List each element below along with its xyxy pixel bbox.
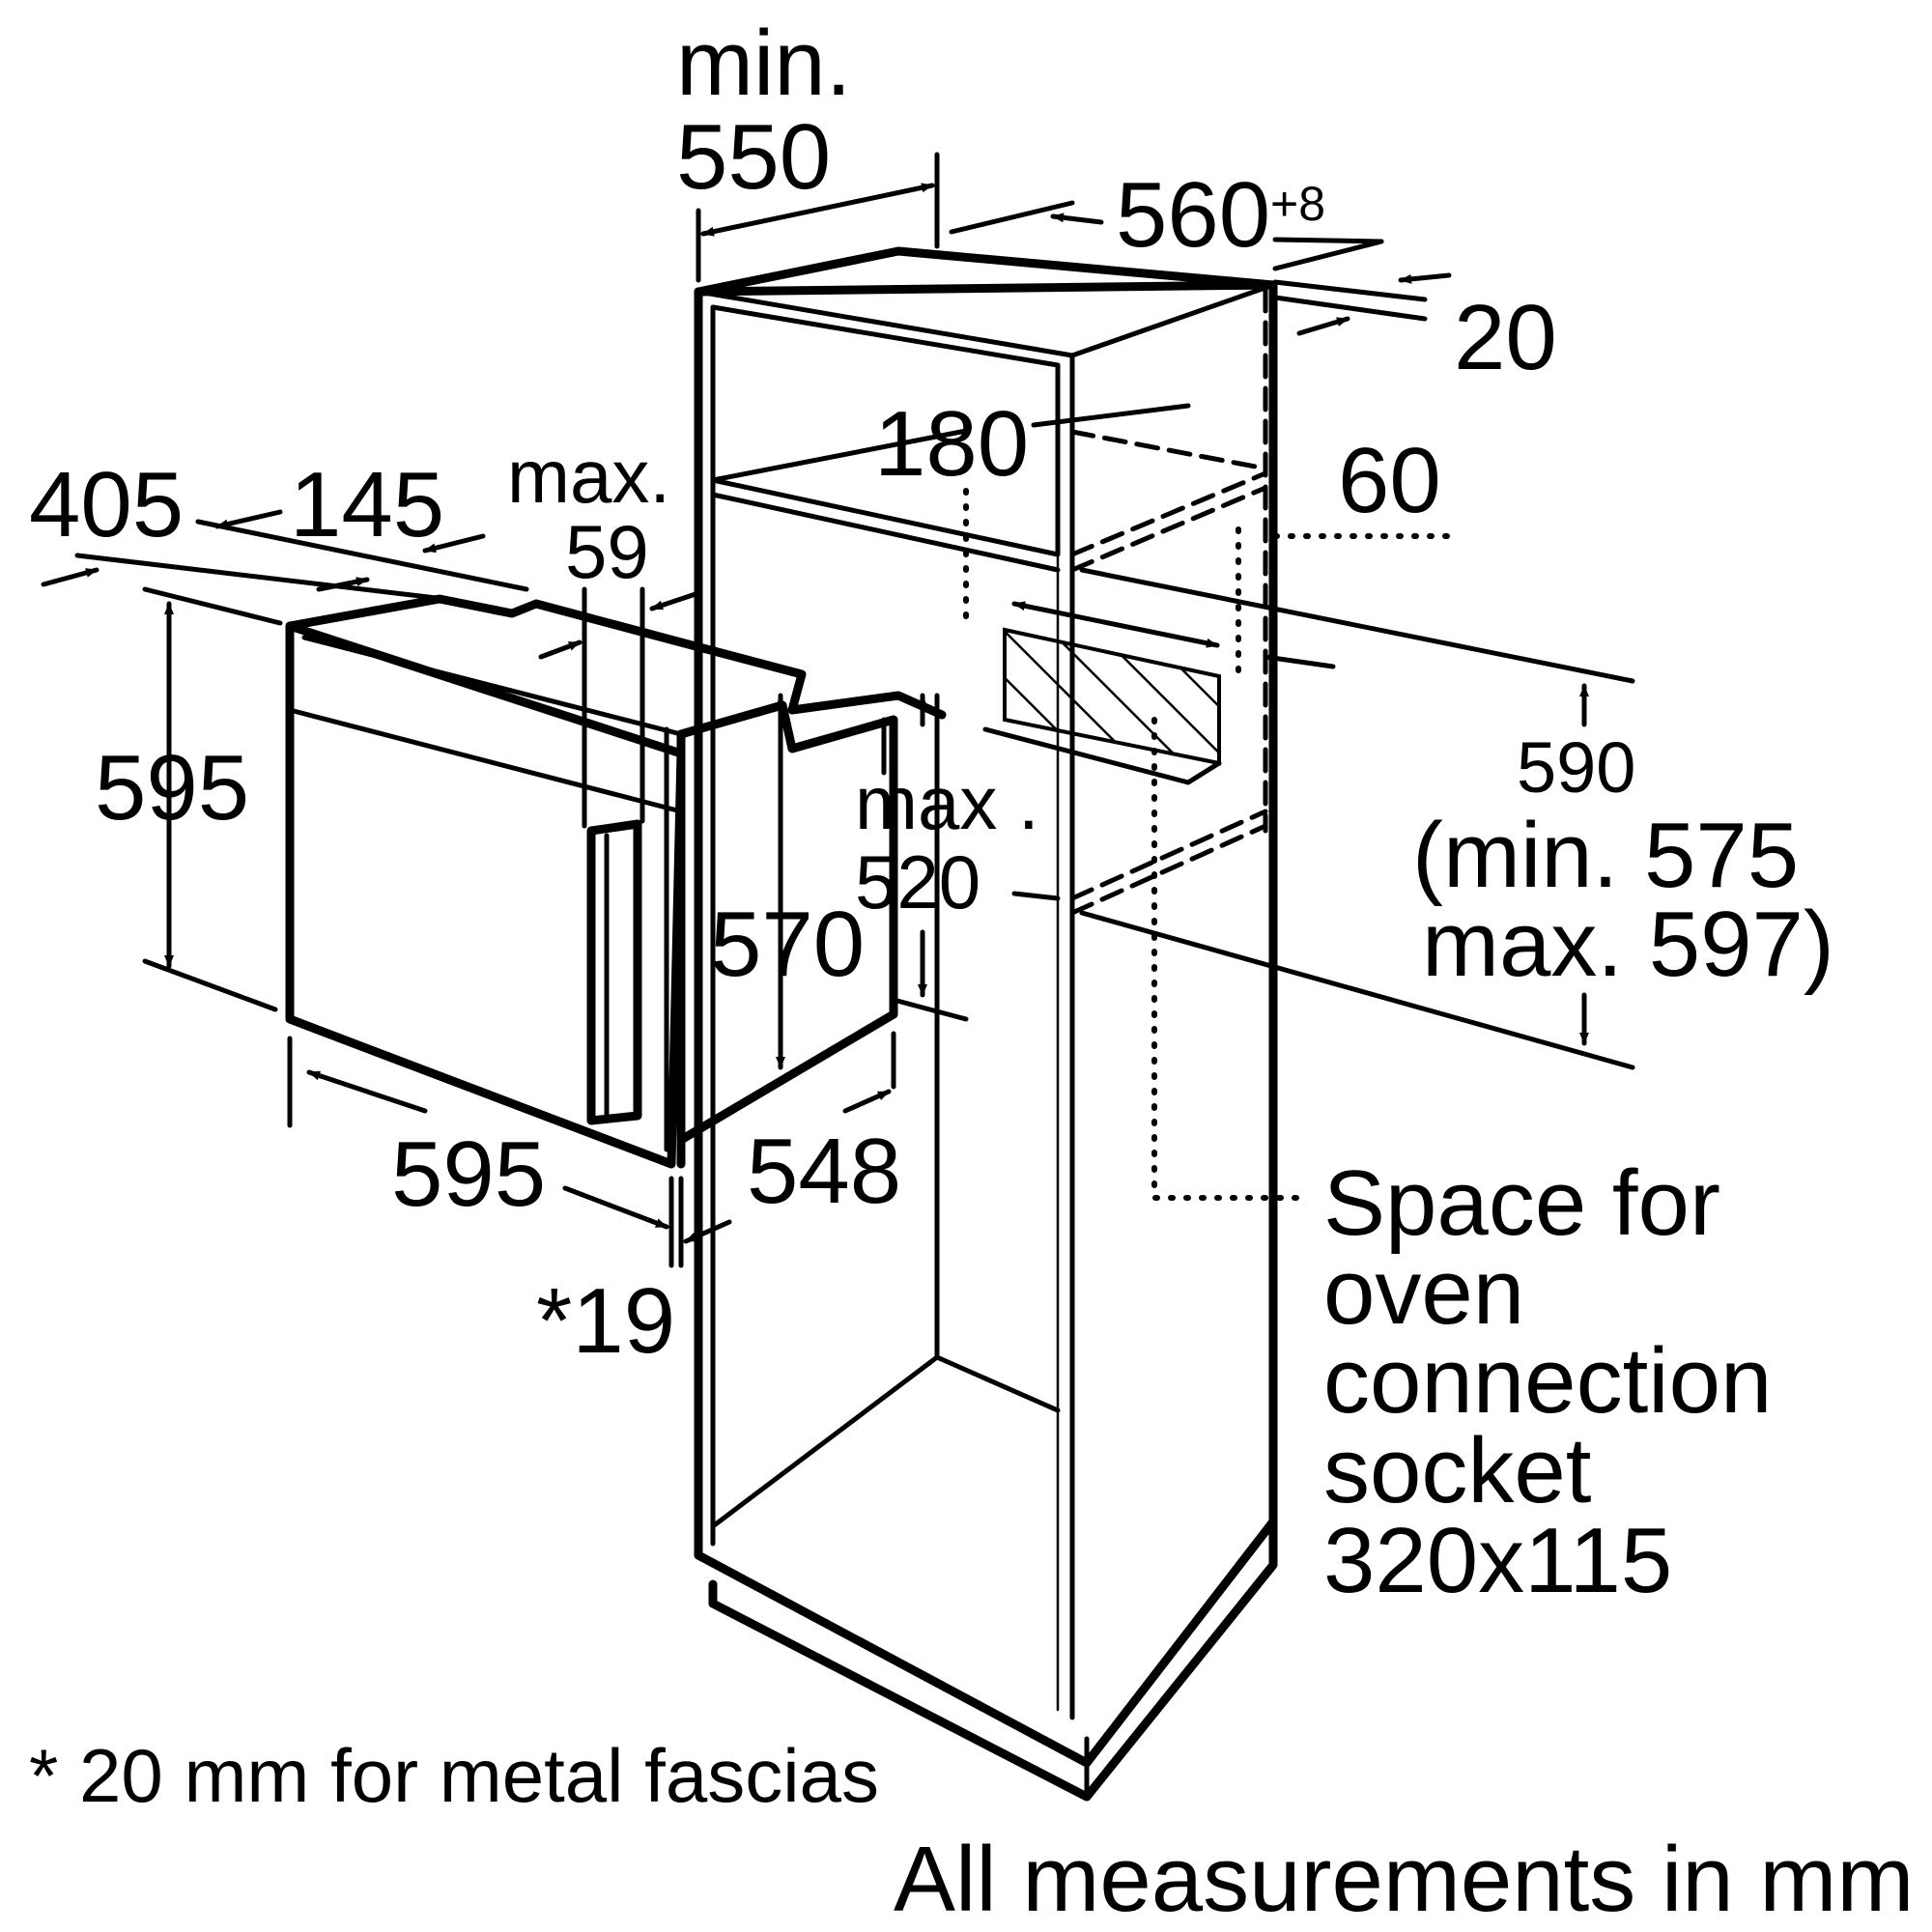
socket-leader-dotted — [1151, 717, 1307, 1201]
dim-20-line-1 — [1272, 279, 1428, 302]
socket-note-line-2: oven — [1323, 1240, 1524, 1344]
oven-control-panel-edge — [287, 707, 684, 814]
dim-59-value: 59 — [565, 509, 649, 594]
dim-145-arrow-right — [422, 533, 486, 554]
dim-20-arrow-2 — [1296, 316, 1350, 336]
dim-548-value: 548 — [747, 1120, 901, 1223]
dim-590-value: 590 — [1517, 727, 1635, 808]
dimension-lines — [41, 152, 1635, 1268]
oven-body — [676, 700, 898, 1145]
dim-60-value: 60 — [1338, 429, 1441, 532]
dim-180-value: 180 — [874, 392, 1029, 496]
upper-shelf-edge — [710, 492, 1061, 573]
cabinet-top-left-edge — [694, 246, 1278, 297]
dim-560-left — [949, 200, 1075, 235]
dim-590-top-ext — [1079, 567, 1635, 684]
cabinet-top-back-edge — [694, 280, 1278, 297]
dim-405-value: 405 — [29, 453, 184, 556]
shelf-dashed-5 — [1069, 823, 1268, 916]
oven-control-panel-top — [301, 635, 684, 737]
dim-59-arrow-left — [538, 639, 582, 660]
dim-145-arrow-left — [214, 509, 283, 529]
dim-180-leader — [1031, 403, 1191, 428]
shelf-dashed-1 — [1069, 470, 1268, 557]
dim-520-ext-bottom — [891, 997, 969, 1022]
dim-560-value: 560 — [1116, 163, 1270, 267]
oven-drawing — [285, 594, 947, 1169]
dim-520-prefix: max . — [855, 760, 1039, 845]
dim-145-line — [195, 519, 529, 592]
dim-20-line-2 — [1272, 295, 1428, 322]
dim-405-arrow — [41, 567, 99, 587]
dim-405-arrow-right — [316, 577, 370, 592]
socket-note-line-1: Space for — [1323, 1151, 1720, 1255]
dimension-labels: min. 550 560 +8 20 180 60 405 145 max. 5… — [29, 12, 1834, 1373]
oven-door — [285, 621, 686, 1169]
dim-550-prefix: min. — [676, 12, 851, 115]
dim-145-value: 145 — [290, 453, 444, 556]
dim-20-arrow-1 — [1398, 272, 1452, 284]
footnote: * 20 mm for metal fascias — [29, 1733, 879, 1818]
dim-59-prefix: max. — [507, 434, 670, 519]
dim-595-width-value: 595 — [391, 1122, 546, 1226]
dim-520-value: 520 — [855, 839, 980, 924]
dim-550-line — [700, 183, 935, 237]
dim-60-line — [1011, 601, 1220, 648]
dim-560-tolerance: +8 — [1270, 177, 1325, 231]
cabinet-top-face — [696, 282, 1276, 358]
dim-548-arrow-left — [683, 1219, 732, 1244]
dim-20-value: 20 — [1454, 286, 1557, 389]
socket-note-line-5: 320x115 — [1323, 1509, 1672, 1612]
lower-floor — [710, 1354, 1061, 1529]
dim-595w-arrow-left — [306, 1069, 428, 1114]
dim-570-value: 570 — [710, 893, 865, 996]
cabinet-drawing — [694, 246, 1278, 1802]
socket-note-line-3: connection — [1323, 1329, 1772, 1433]
oven-handle — [586, 819, 642, 1125]
units-note: All measurements in mm — [894, 1828, 1914, 1931]
dim-590-bottom-ext — [1079, 910, 1635, 1070]
upper-compartment — [710, 304, 1061, 557]
shelf-dashed-4 — [1069, 809, 1268, 901]
dim-595h-ext-bottom — [142, 958, 278, 1012]
shelf-dashed-2 — [1069, 485, 1268, 573]
socket-shelf — [982, 726, 1222, 785]
dim-560-right — [1272, 237, 1384, 244]
dim-548-arrow-right — [842, 1089, 892, 1114]
dim-595h-ext-top — [142, 586, 283, 626]
dim-60-arrow — [1263, 653, 1336, 669]
dim-595w-arrow-right — [562, 1185, 669, 1230]
dim-560-arrow-left — [1050, 213, 1104, 225]
dim-595-height-value: 595 — [95, 736, 249, 839]
dim-405-line — [74, 553, 447, 602]
upper-shelf-back — [710, 428, 969, 483]
dim-590-min: (min. 575 — [1412, 804, 1799, 907]
dim-590-max: max. 597) — [1422, 893, 1834, 996]
dim-520-tick — [1011, 891, 1061, 901]
socket-note-line-4: socket — [1323, 1419, 1591, 1522]
dim-59-arrow-right — [649, 591, 698, 611]
dim-560-ext — [1272, 239, 1384, 271]
dim-19-value: *19 — [536, 1269, 675, 1373]
shelf-dashed-3 — [1069, 429, 1268, 471]
oven-top-outline — [285, 594, 947, 720]
socket-note: Space for oven connection socket 320x115 — [1323, 1151, 1772, 1612]
dim-550-value: 550 — [676, 105, 831, 209]
